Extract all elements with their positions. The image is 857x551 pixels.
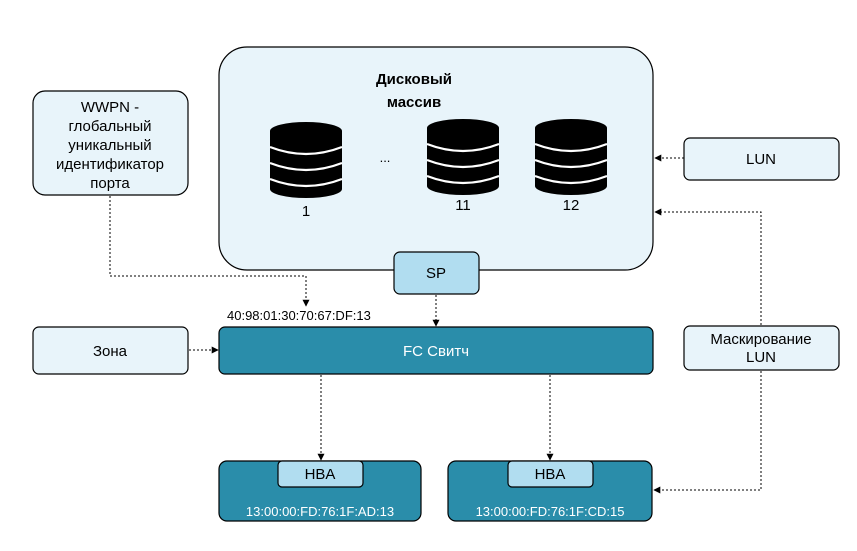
hba-label-2: HBA xyxy=(535,466,566,483)
disk-icon xyxy=(533,117,609,197)
connector-masking-to-host-2 xyxy=(653,371,762,494)
lun-masking-line-2: LUN xyxy=(746,349,776,366)
wwpn-box xyxy=(32,90,189,196)
zone-box xyxy=(32,326,189,375)
hba-box-1 xyxy=(277,460,364,488)
lun-masking-box xyxy=(683,325,840,371)
disk-array-title-line2: массив xyxy=(387,94,441,111)
disk-label-1: 1 xyxy=(302,203,310,220)
disk-ellipsis: ... xyxy=(380,150,391,165)
sp-label: SP xyxy=(426,265,446,282)
fc-switch-label: FC Свитч xyxy=(403,343,469,360)
hba-box-2 xyxy=(507,460,594,488)
disk-icon xyxy=(268,120,344,200)
disk-icon xyxy=(425,117,501,197)
disk-label-12: 12 xyxy=(563,197,580,214)
switch-wwn: 40:98:01:30:70:67:DF:13 xyxy=(227,308,371,323)
sp-box xyxy=(393,251,480,295)
hba-label-1: HBA xyxy=(305,466,336,483)
wwpn-line-4: идентификатор xyxy=(56,156,164,173)
lun-label: LUN xyxy=(746,151,776,168)
connector-masking-to-array xyxy=(654,208,762,325)
wwpn-line-5: порта xyxy=(90,175,130,192)
connector-wwpn-to-switch xyxy=(109,196,310,307)
disk-array-title-line1: Дисковый xyxy=(376,71,452,88)
host-wwn-1: 13:00:00:FD:76:1F:AD:13 xyxy=(246,504,394,519)
wwpn-line-3: уникальный xyxy=(68,137,151,154)
host-wwn-2: 13:00:00:FD:76:1F:CD:15 xyxy=(476,504,625,519)
wwpn-line-1: WWPN - xyxy=(81,99,139,116)
disk-label-11: 11 xyxy=(455,197,471,214)
zone-label: Зона xyxy=(93,343,128,360)
lun-box xyxy=(683,137,840,181)
wwpn-line-2: глобальный xyxy=(68,118,151,135)
fc-switch-box xyxy=(218,326,654,375)
lun-masking-line-1: Маскирование xyxy=(710,331,811,348)
